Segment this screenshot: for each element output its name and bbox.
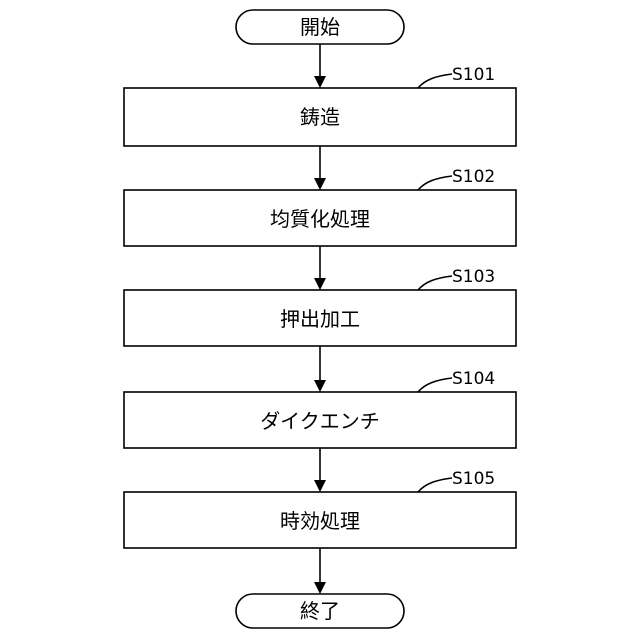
step-s103-leader — [418, 276, 452, 290]
step-s104-label: ダイクエンチ — [260, 409, 380, 433]
step-s104-id: S104 — [452, 369, 495, 389]
step-s105-leader — [418, 478, 452, 492]
end-label: 終了 — [300, 599, 340, 623]
step-s102-label: 均質化処理 — [270, 207, 370, 231]
connector-s101-s102 — [314, 146, 326, 190]
end-terminal: 終了 — [236, 594, 404, 628]
step-s102-id: S102 — [452, 167, 495, 187]
step-s101-label: 鋳造 — [300, 105, 340, 129]
step-s102-leader — [418, 176, 452, 190]
connector-start-s101 — [314, 44, 326, 88]
step-s101-leader — [418, 74, 452, 88]
step-s103-label: 押出加工 — [280, 307, 360, 331]
connector-s102-s103 — [314, 246, 326, 290]
step-s105-label: 時効処理 — [280, 509, 360, 533]
step-s104-leader — [418, 378, 452, 392]
connector-s103-s104 — [314, 346, 326, 392]
step-s103-id: S103 — [452, 267, 495, 287]
start-terminal: 開始 — [236, 10, 404, 44]
connector-s105-end — [314, 548, 326, 594]
step-s101-id: S101 — [452, 65, 495, 85]
start-label: 開始 — [300, 15, 340, 39]
connector-s104-s105 — [314, 448, 326, 492]
step-s105-id: S105 — [452, 469, 495, 489]
